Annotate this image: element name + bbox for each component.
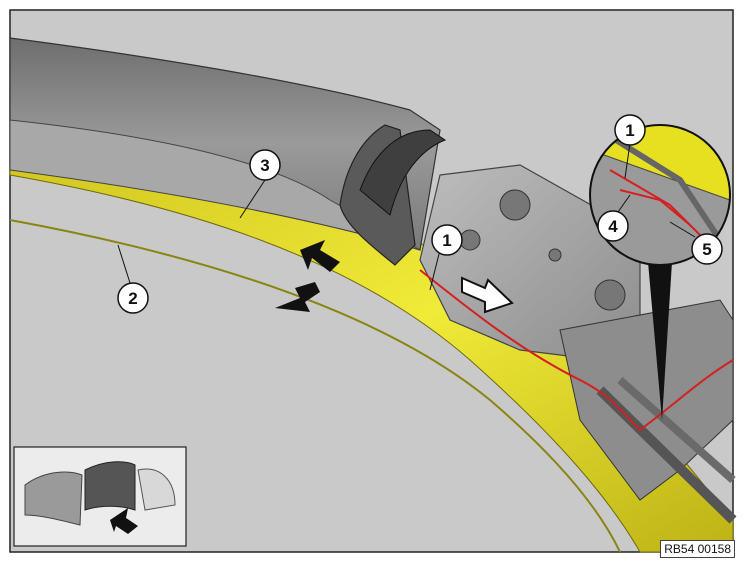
leader-line xyxy=(117,244,131,284)
bracket-hole xyxy=(548,248,562,262)
svg-text:4: 4 xyxy=(608,217,618,236)
bracket-hole xyxy=(459,229,481,251)
svg-text:2: 2 xyxy=(128,289,137,308)
callout-1-main: 1 xyxy=(431,224,463,256)
press-arrow-up-icon xyxy=(275,282,320,312)
thumb-roof-panel-mid xyxy=(84,461,136,511)
svg-text:3: 3 xyxy=(260,156,269,175)
press-arrow-down-icon xyxy=(300,240,340,272)
callout-3: 3 xyxy=(249,149,281,181)
leader-line xyxy=(429,249,441,291)
leader-line xyxy=(669,221,696,238)
guide-rail-rod xyxy=(617,377,736,483)
detail-inset-border xyxy=(589,124,731,266)
yellow-trim-edge xyxy=(9,219,621,553)
locator-thumbnail xyxy=(13,446,187,547)
callout-1-inset: 1 xyxy=(614,114,646,146)
leader-line xyxy=(617,194,631,213)
thumb-arrow-icon xyxy=(110,508,138,534)
callout-4: 4 xyxy=(597,210,629,242)
leader-line xyxy=(624,142,631,179)
reference-code: RB54 00158 xyxy=(660,540,735,558)
red-cable xyxy=(419,269,734,432)
bracket-hole xyxy=(594,279,626,311)
leader-line xyxy=(239,179,266,219)
svg-text:5: 5 xyxy=(702,240,711,259)
detail-inset xyxy=(590,125,730,265)
bracket-hole xyxy=(499,189,531,221)
direction-arrow-open-icon xyxy=(461,276,514,314)
roof-panel-lower-rail xyxy=(9,119,421,251)
callout-2: 2 xyxy=(117,282,149,314)
svg-text:1: 1 xyxy=(442,231,451,250)
thumb-roof-panel-rear xyxy=(137,468,176,511)
seal-tube xyxy=(359,129,447,216)
svg-text:1: 1 xyxy=(625,121,634,140)
thumb-roof-panel-front xyxy=(24,471,83,526)
inset-pointer-wedge xyxy=(648,262,672,420)
callout-5: 5 xyxy=(691,233,723,265)
